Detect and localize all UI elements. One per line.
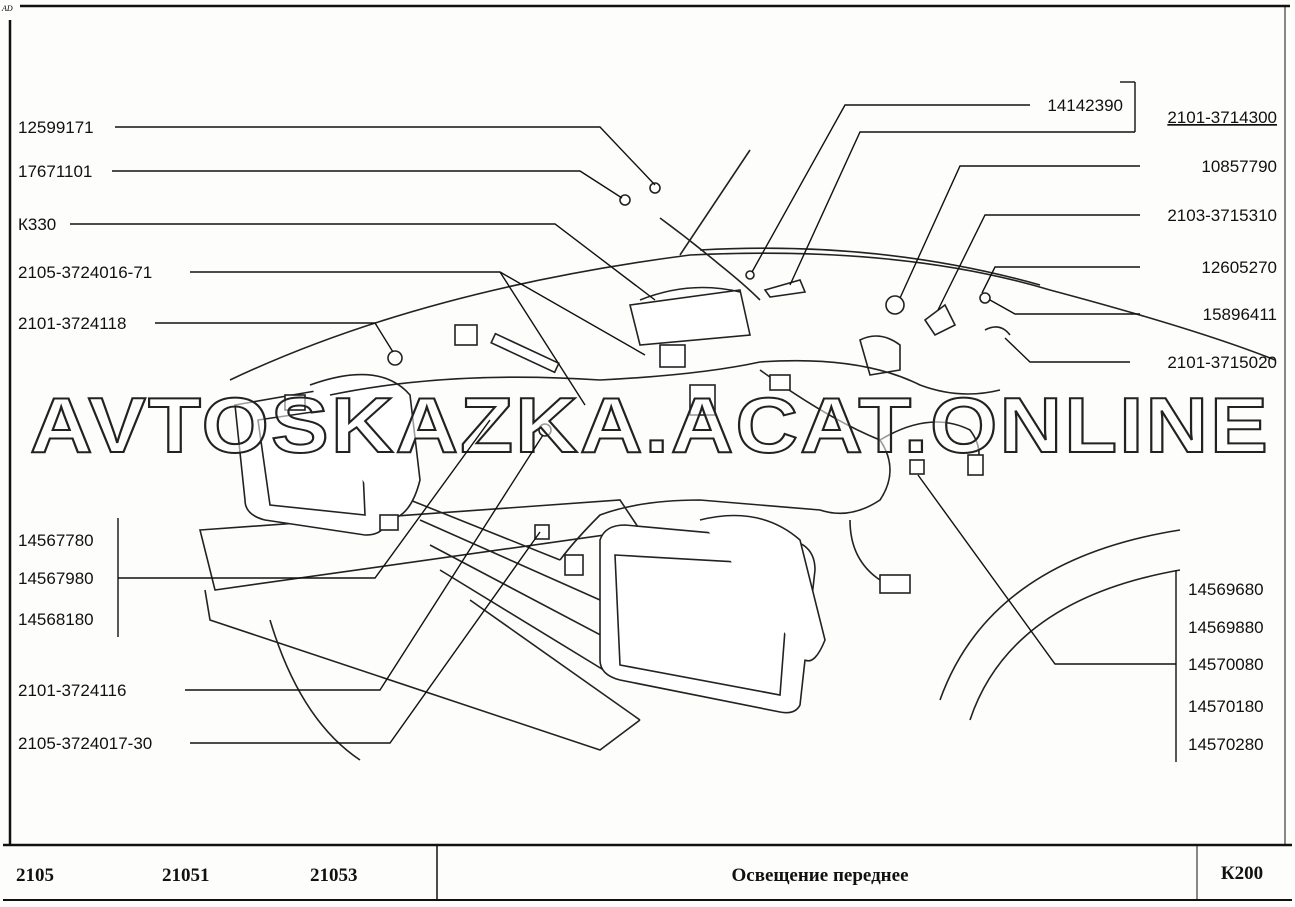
part-label: 17671101 xyxy=(18,162,92,181)
part-label: 14570280 xyxy=(1188,735,1264,754)
model-code: 21053 xyxy=(310,865,358,886)
part-label: 2101-3715020 xyxy=(1167,353,1277,372)
left-callouts: 12599171 17671101 К330 2105-3724016-71 2… xyxy=(18,118,152,753)
part-label: 14570080 xyxy=(1188,655,1264,674)
part-label: 10857790 xyxy=(1201,157,1277,176)
vehicle-front-drawing xyxy=(198,149,1276,761)
part-label: К330 xyxy=(18,215,56,234)
part-label: 14142390 xyxy=(1047,96,1123,115)
part-label: 2105-3724016-71 xyxy=(18,263,152,282)
part-label: 14567980 xyxy=(18,569,94,588)
part-label: 14568180 xyxy=(18,610,94,629)
part-label: 2101-3724118 xyxy=(18,314,126,333)
right-callouts: 14142390 2101-3714300 10857790 2103-3715… xyxy=(1047,96,1277,754)
leader-lines xyxy=(70,81,1177,762)
part-label: 12605270 xyxy=(1201,258,1277,277)
diagram-title: Освещение переднее xyxy=(731,865,908,886)
part-label: 14569880 xyxy=(1188,618,1264,637)
model-code: 21051 xyxy=(162,865,210,886)
part-label: 2105-3724017-30 xyxy=(18,734,152,753)
model-code: 2105 xyxy=(16,865,54,886)
part-label: 2103-3715310 xyxy=(1167,206,1277,225)
part-label: 14567780 xyxy=(18,531,94,550)
part-label: 14569680 xyxy=(1188,580,1264,599)
part-label: 2101-3724116 xyxy=(18,681,126,700)
watermark: AVTOSKAZKA.ACAT.ONLINE xyxy=(30,381,1270,469)
corner-mark: AD xyxy=(1,4,13,13)
assembly-label: 2101-3714300 xyxy=(1167,108,1277,127)
part-label: 14570180 xyxy=(1188,697,1264,716)
part-label: 12599171 xyxy=(18,118,94,137)
frame: AD xyxy=(1,4,1292,901)
section-code: К200 xyxy=(1221,863,1263,884)
title-block: 2105 21051 21053 Освещение переднее К200 xyxy=(16,863,1263,886)
part-label: 15896411 xyxy=(1203,305,1277,324)
